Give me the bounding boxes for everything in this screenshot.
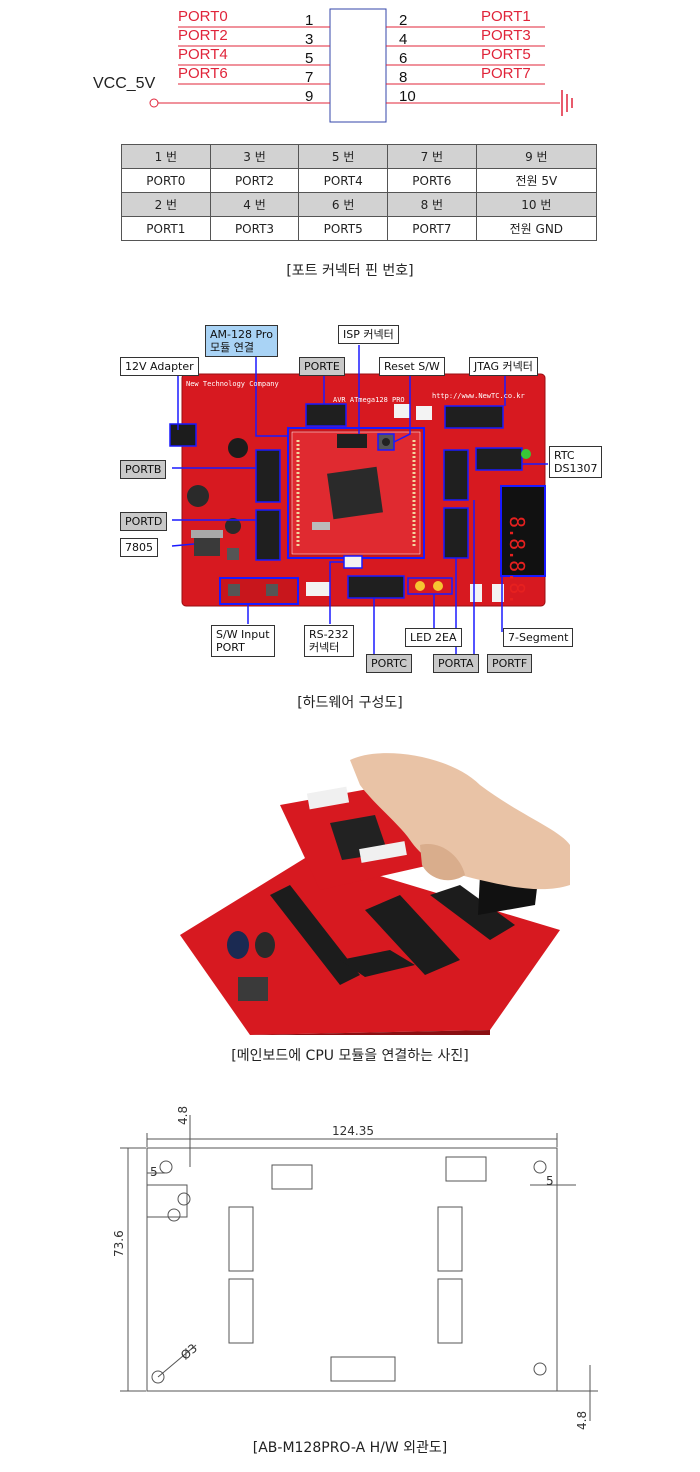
pin-number: 9 bbox=[305, 88, 314, 105]
dim-bottom-offset: 4.8 bbox=[575, 1410, 589, 1430]
table-row: PORT0 PORT2 PORT4 PORT6 전원 5V bbox=[121, 168, 598, 193]
port-label-right: PORT3 bbox=[481, 27, 531, 44]
port-label-right: PORT1 bbox=[481, 8, 531, 25]
outline-lines bbox=[120, 1115, 598, 1421]
table-cell: 9 번 bbox=[475, 144, 598, 169]
table-cell: PORT1 bbox=[121, 216, 211, 241]
label-portf: PORTF bbox=[487, 654, 533, 673]
connector-caption: [포트 커넥터 핀 번호] bbox=[286, 263, 414, 279]
pin-number: 10 bbox=[399, 88, 416, 105]
table-cell: PORT2 bbox=[209, 168, 300, 193]
pin-number: 5 bbox=[305, 50, 314, 67]
label-sw-input-port: S/W Input PORT bbox=[211, 625, 275, 657]
pin-number: 1 bbox=[305, 12, 314, 29]
pin-number: 4 bbox=[399, 31, 408, 48]
table-cell: PORT4 bbox=[298, 168, 389, 193]
pin-number: 6 bbox=[399, 50, 408, 67]
port-label-left: PORT6 bbox=[178, 65, 228, 82]
label-led: LED 2EA bbox=[405, 628, 462, 647]
dim-right-offset: 5 bbox=[546, 1174, 554, 1188]
table-cell: 10 번 bbox=[475, 192, 598, 217]
label-portb: PORTB bbox=[120, 460, 167, 479]
table-cell: 전원 5V bbox=[475, 168, 598, 193]
table-cell: PORT7 bbox=[387, 216, 477, 241]
table-cell: 3 번 bbox=[209, 144, 300, 169]
port-label-right: PORT5 bbox=[481, 46, 531, 63]
table-cell: 6 번 bbox=[298, 192, 389, 217]
board-title: AVR ATmega128 PRO bbox=[333, 396, 405, 404]
label-7-segment: 7-Segment bbox=[503, 628, 574, 647]
table-row: PORT1 PORT3 PORT5 PORT7 전원 GND bbox=[121, 216, 598, 241]
label-reset-switch: Reset S/W bbox=[379, 357, 445, 376]
dim-height: 73.6 bbox=[112, 1230, 126, 1257]
board-web: http://www.NewTC.co.kr bbox=[432, 392, 525, 400]
board-illustration bbox=[169, 345, 548, 656]
photo-caption: [메인보드에 CPU 모듈을 연결하는 사진] bbox=[231, 1048, 469, 1064]
pin-number: 2 bbox=[399, 12, 408, 29]
label-rs232-connector: RS-232 커넥터 bbox=[304, 625, 354, 657]
table-row: 2 번 4 번 6 번 8 번 10 번 bbox=[121, 192, 598, 217]
table-cell: 5 번 bbox=[298, 144, 389, 169]
table-cell: 2 번 bbox=[121, 192, 211, 217]
label-isp-connector: ISP 커넥터 bbox=[338, 325, 399, 344]
pin-number: 8 bbox=[399, 69, 408, 86]
port-label-left: PORT4 bbox=[178, 46, 228, 63]
port-label-left: PORT0 bbox=[178, 8, 228, 25]
table-cell: 8 번 bbox=[387, 192, 477, 217]
table-cell: 7 번 bbox=[387, 144, 477, 169]
label-am128-module: AM-128 Pro 모듈 연결 bbox=[205, 325, 278, 357]
pin-number: 3 bbox=[305, 31, 314, 48]
label-7805: 7805 bbox=[120, 538, 158, 557]
schematic-lines bbox=[149, 8, 573, 123]
dim-width: 124.35 bbox=[332, 1124, 374, 1138]
hardware-caption: [하드웨어 구성도] bbox=[297, 695, 403, 711]
board-company: New Technology Company bbox=[186, 380, 279, 388]
label-portd: PORTD bbox=[120, 512, 168, 531]
vcc-label: VCC_5V bbox=[93, 75, 156, 92]
seven-segment-digits: 8.8.8.8. bbox=[505, 516, 529, 605]
outline-caption: [AB-M128PRO-A H/W 외관도] bbox=[252, 1440, 448, 1456]
label-rtc: RTC DS1307 bbox=[549, 446, 603, 478]
label-jtag-connector: JTAG 커넥터 bbox=[469, 357, 538, 376]
label-12v-adapter: 12V Adapter bbox=[120, 357, 199, 376]
pin-table: 1 번 3 번 5 번 7 번 9 번 PORT0 PORT2 PORT4 PO… bbox=[121, 144, 598, 241]
pin-number: 7 bbox=[305, 69, 314, 86]
label-portc: PORTC bbox=[366, 654, 412, 673]
label-porte: PORTE bbox=[299, 357, 345, 376]
port-label-left: PORT2 bbox=[178, 27, 228, 44]
board-photo-illustration bbox=[180, 753, 570, 1035]
table-cell: 전원 GND bbox=[475, 216, 598, 241]
table-cell: 4 번 bbox=[209, 192, 300, 217]
table-cell: PORT3 bbox=[209, 216, 300, 241]
board-photo bbox=[160, 745, 570, 1035]
table-cell: PORT6 bbox=[387, 168, 477, 193]
label-porta: PORTA bbox=[433, 654, 479, 673]
table-cell: 1 번 bbox=[121, 144, 211, 169]
dim-left-offset: 5 bbox=[150, 1165, 158, 1179]
table-cell: PORT5 bbox=[298, 216, 389, 241]
port-label-right: PORT7 bbox=[481, 65, 531, 82]
dim-top-offset: 4.8 bbox=[176, 1105, 190, 1125]
table-cell: PORT0 bbox=[121, 168, 211, 193]
table-row: 1 번 3 번 5 번 7 번 9 번 bbox=[121, 144, 598, 169]
